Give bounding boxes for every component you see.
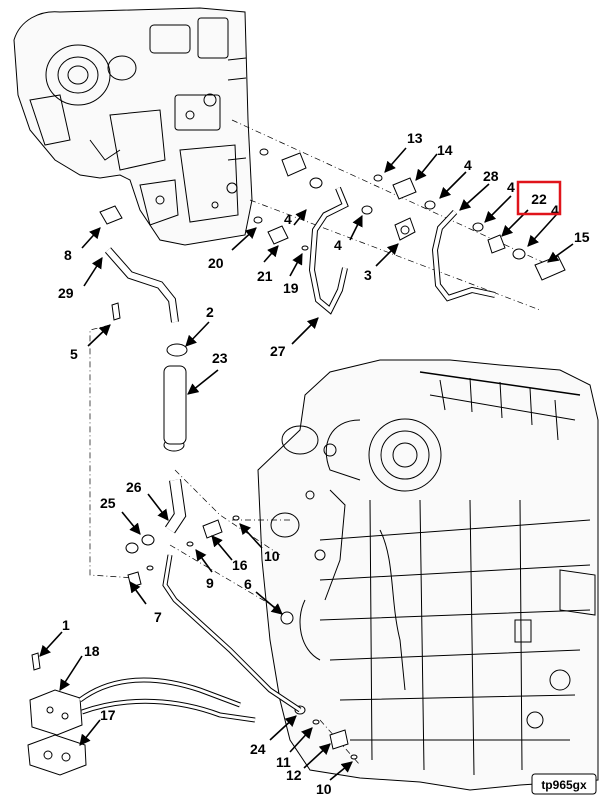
callout-17: 17 xyxy=(100,707,116,723)
callout-4-c: 4 xyxy=(551,202,559,218)
reference-code: tp965gx xyxy=(541,778,587,792)
callout-22: 22 xyxy=(531,191,547,207)
upper-engine-block xyxy=(13,7,253,246)
callout-6: 6 xyxy=(244,576,252,592)
callout-10-b: 10 xyxy=(316,781,332,797)
tubes-and-hoses xyxy=(78,186,496,723)
callout-20: 20 xyxy=(208,255,224,271)
callout-25: 25 xyxy=(100,495,116,511)
callout-18: 18 xyxy=(84,643,100,659)
callout-9: 9 xyxy=(206,575,214,591)
callout-8: 8 xyxy=(64,247,72,263)
highlight-box-22 xyxy=(516,180,562,216)
callout-11: 11 xyxy=(276,754,291,770)
callout-13: 13 xyxy=(407,130,423,146)
callout-3: 3 xyxy=(364,267,372,283)
callout-14: 14 xyxy=(437,142,453,158)
callout-10-a: 10 xyxy=(264,548,280,564)
small-parts xyxy=(27,148,566,776)
reference-code-box: tp965gx xyxy=(531,773,597,795)
callout-1: 1 xyxy=(62,617,70,633)
callout-4-e: 4 xyxy=(334,237,342,253)
callout-4-d: 4 xyxy=(284,211,292,227)
callout-28: 28 xyxy=(483,168,499,184)
callout-24: 24 xyxy=(250,741,266,757)
callout-12: 12 xyxy=(286,767,302,783)
callout-23: 23 xyxy=(212,350,228,366)
callout-arrows xyxy=(39,147,574,781)
callout-26: 26 xyxy=(126,479,142,495)
callout-labels: 13 14 4 28 4 4 15 4 4 3 20 21 19 27 8 29… xyxy=(58,130,590,797)
callout-2: 2 xyxy=(206,304,214,320)
callout-5: 5 xyxy=(70,346,78,362)
lower-engine-block xyxy=(257,359,599,791)
callout-27: 27 xyxy=(270,343,286,359)
callout-7: 7 xyxy=(154,609,162,625)
callout-15: 15 xyxy=(574,229,590,245)
callout-29: 29 xyxy=(58,285,74,301)
callout-4-a: 4 xyxy=(464,157,472,173)
callout-21: 21 xyxy=(257,268,273,284)
callout-19: 19 xyxy=(283,280,299,296)
callout-16: 16 xyxy=(232,557,248,573)
callout-4-b: 4 xyxy=(507,179,515,195)
